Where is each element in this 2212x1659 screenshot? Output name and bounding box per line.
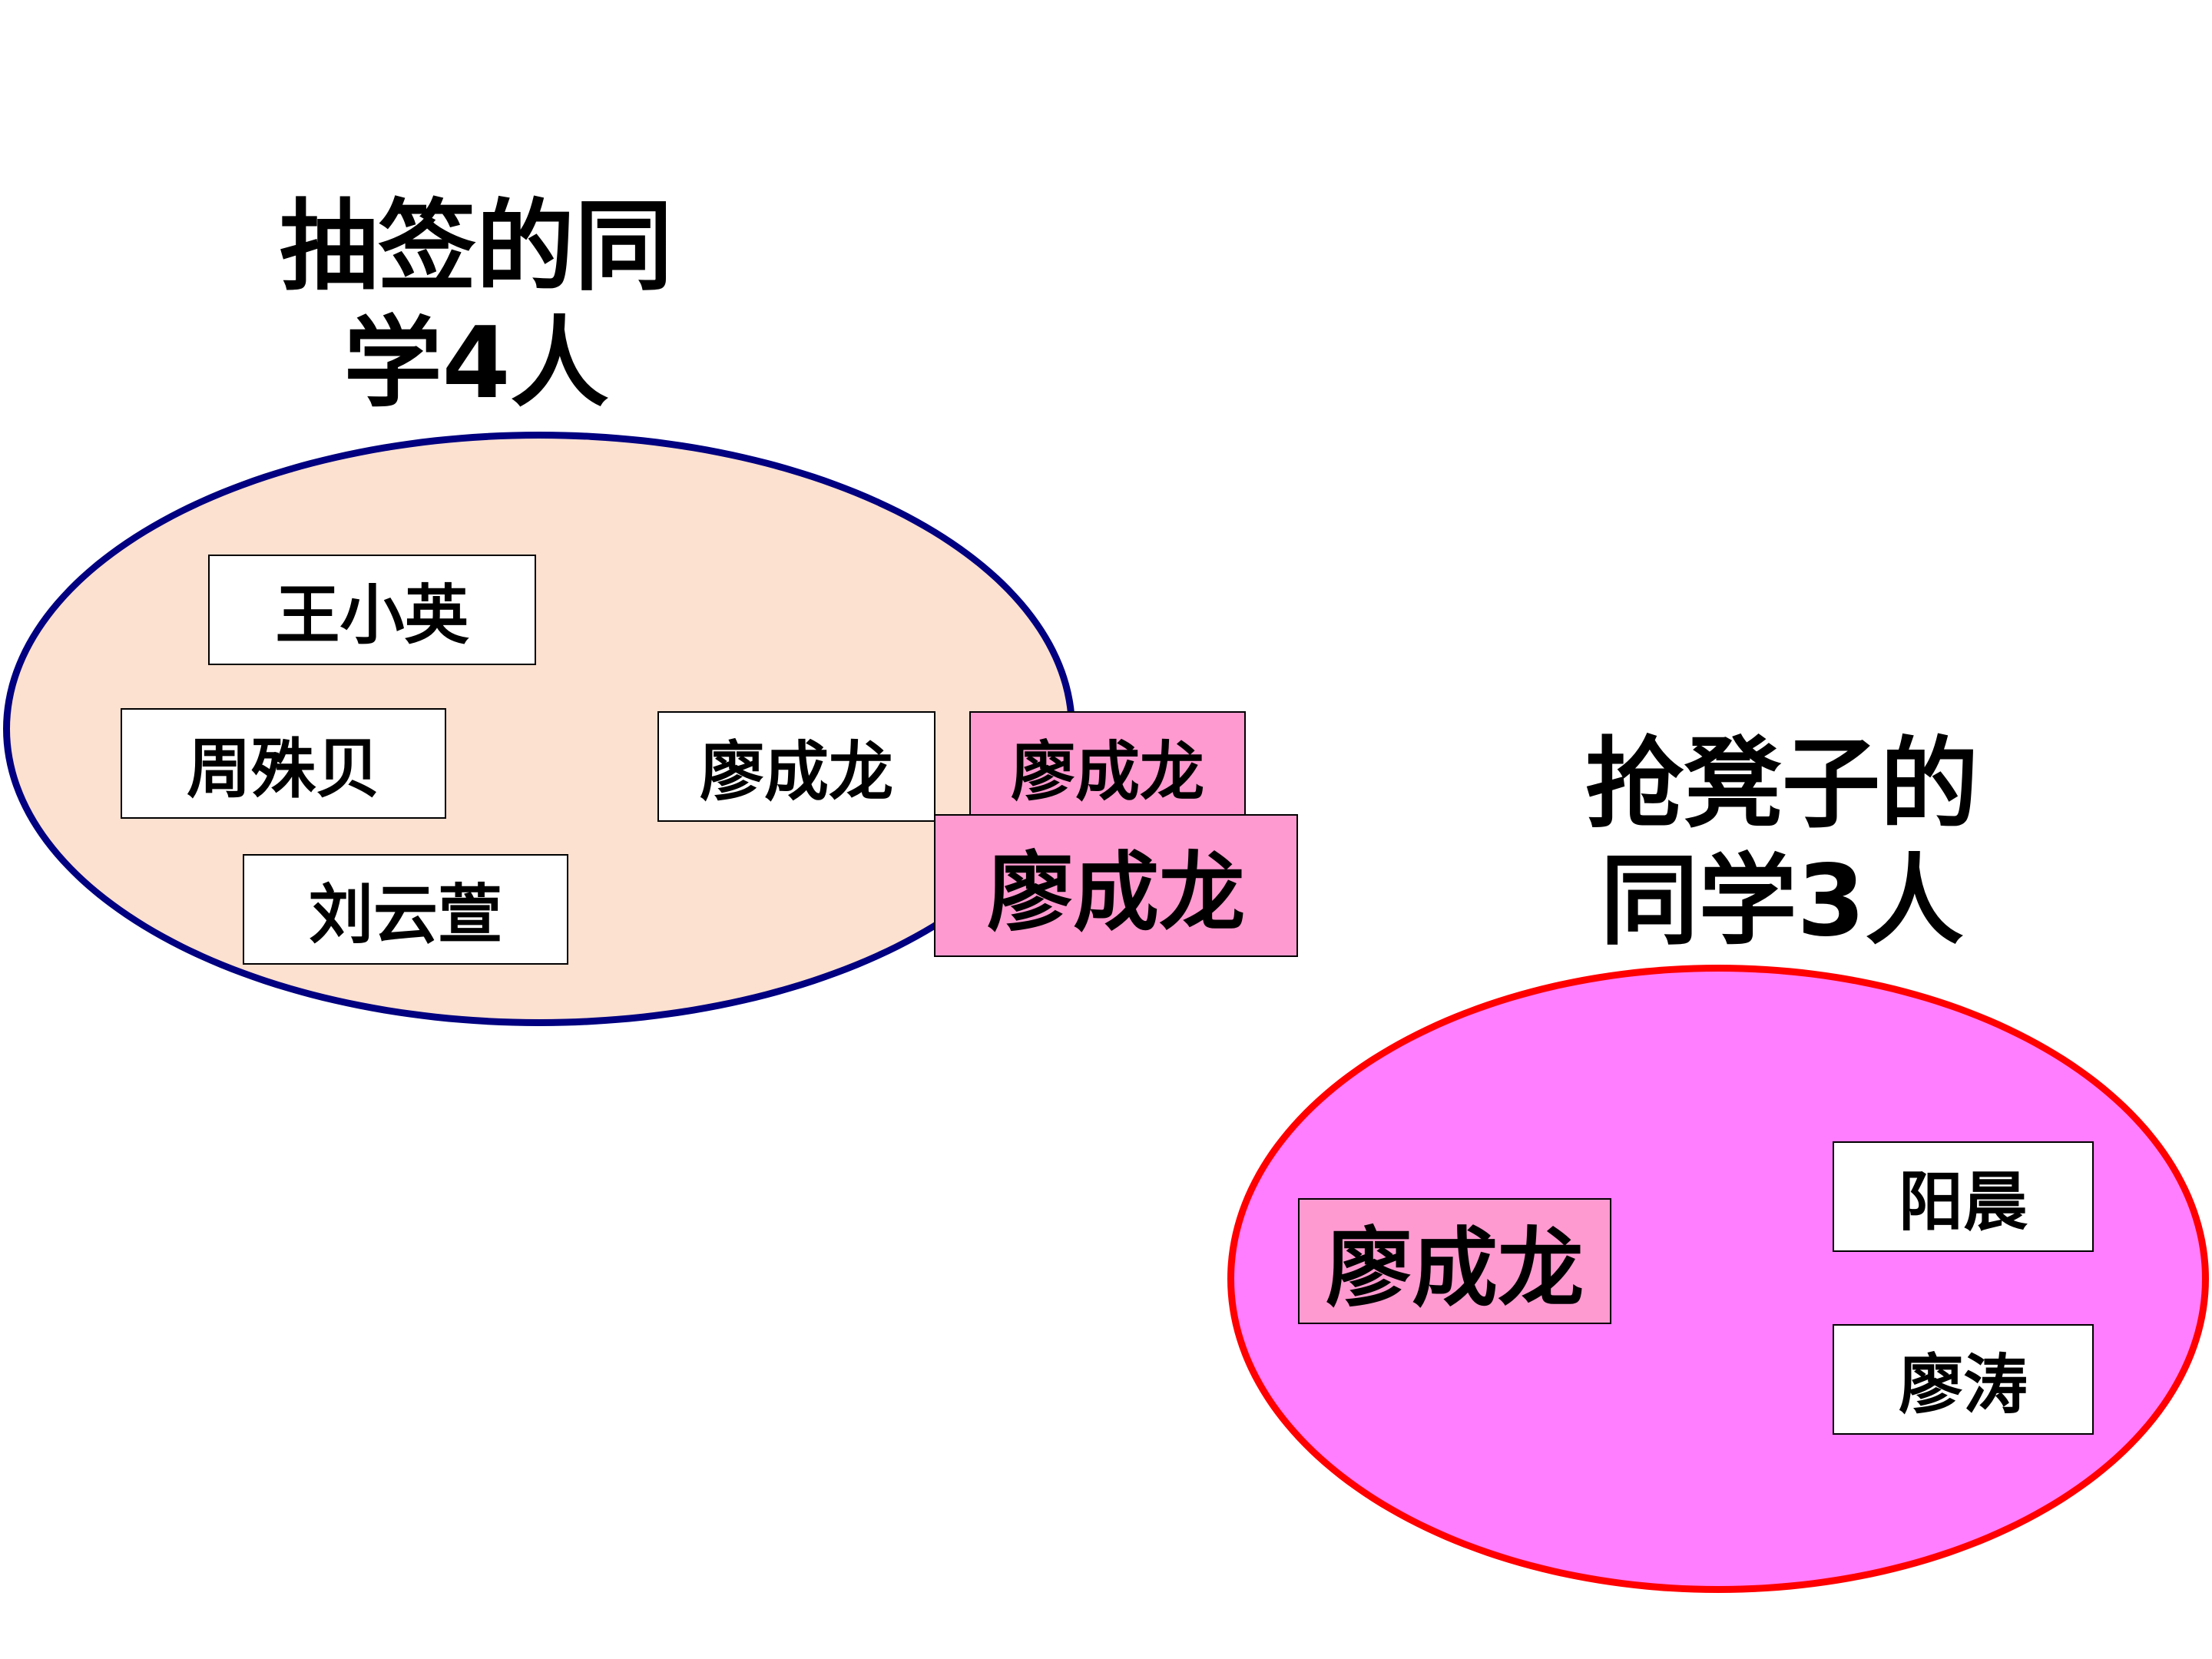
name-box-liao-chenglong-left: 廖成龙 <box>657 711 935 822</box>
name-box-liao-tao: 廖涛 <box>1833 1324 2094 1435</box>
name-box-liao-chenglong-right: 廖成龙 <box>1298 1198 1611 1324</box>
name-box-liao-chenglong-moving-small: 廖成龙 <box>969 711 1246 822</box>
musical-chairs-title-line2: 同学3人 <box>1600 844 1964 959</box>
name-box-zhou-shubei: 周殊贝 <box>121 708 446 819</box>
musical-chairs-title-line1: 抢凳子的 <box>1584 727 1979 842</box>
draw-lots-title-line2: 学4人 <box>343 306 609 421</box>
draw-lots-group-title: 抽签的同 学4人 <box>253 189 699 422</box>
musical-chairs-group-title: 抢凳子的 同学3人 <box>1559 727 2005 960</box>
name-box-wang-xiaoying: 王小英 <box>208 555 536 665</box>
draw-lots-title-line1: 抽签的同 <box>279 190 673 304</box>
name-box-liao-chenglong-moving-large: 廖成龙 <box>934 814 1298 957</box>
name-box-yang-chen: 阳晨 <box>1833 1141 2094 1252</box>
name-box-liu-yunxuan: 刘云萱 <box>243 854 568 965</box>
